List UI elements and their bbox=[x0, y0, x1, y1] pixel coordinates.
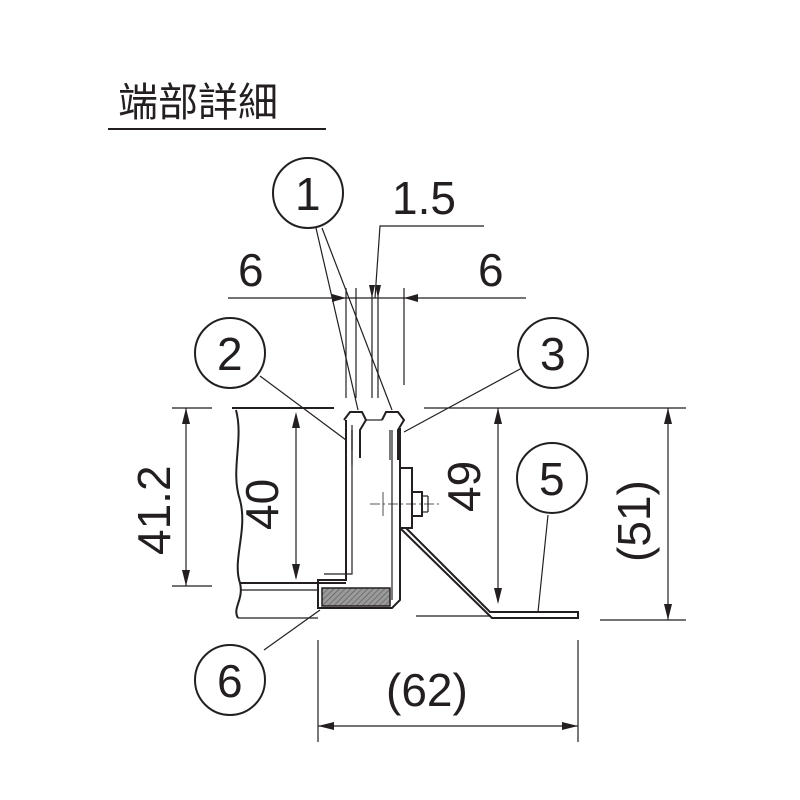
leader-lines bbox=[259, 227, 549, 651]
svg-text:2: 2 bbox=[217, 328, 243, 380]
callout-1: 1 bbox=[272, 157, 344, 229]
svg-text:5: 5 bbox=[539, 453, 565, 505]
drawing-title: 端部詳細 bbox=[118, 80, 278, 126]
callout-5: 5 bbox=[516, 442, 588, 514]
dim-6-right: 6 bbox=[478, 244, 504, 296]
dim-1-5: 1.5 bbox=[392, 172, 456, 224]
svg-text:3: 3 bbox=[540, 328, 566, 380]
callout-6: 6 bbox=[194, 644, 266, 716]
svg-text:6: 6 bbox=[217, 655, 243, 707]
callout-2: 2 bbox=[194, 317, 266, 389]
dimension-labels: 1.5 6 6 41.2 40 49 (51) (62) bbox=[128, 172, 660, 716]
dim-41-2: 41.2 bbox=[128, 465, 180, 555]
dimension-lines bbox=[172, 225, 686, 742]
dim-49: 49 bbox=[438, 461, 490, 512]
left-panel bbox=[232, 407, 346, 619]
svg-text:1: 1 bbox=[295, 168, 321, 220]
dim-40: 40 bbox=[236, 479, 288, 530]
channel-bracket bbox=[317, 411, 579, 619]
hatched-block bbox=[321, 587, 391, 607]
dim-51: (51) bbox=[608, 480, 660, 562]
callout-3: 3 bbox=[517, 317, 589, 389]
dim-62: (62) bbox=[386, 664, 468, 716]
dim-6-left: 6 bbox=[238, 244, 264, 296]
